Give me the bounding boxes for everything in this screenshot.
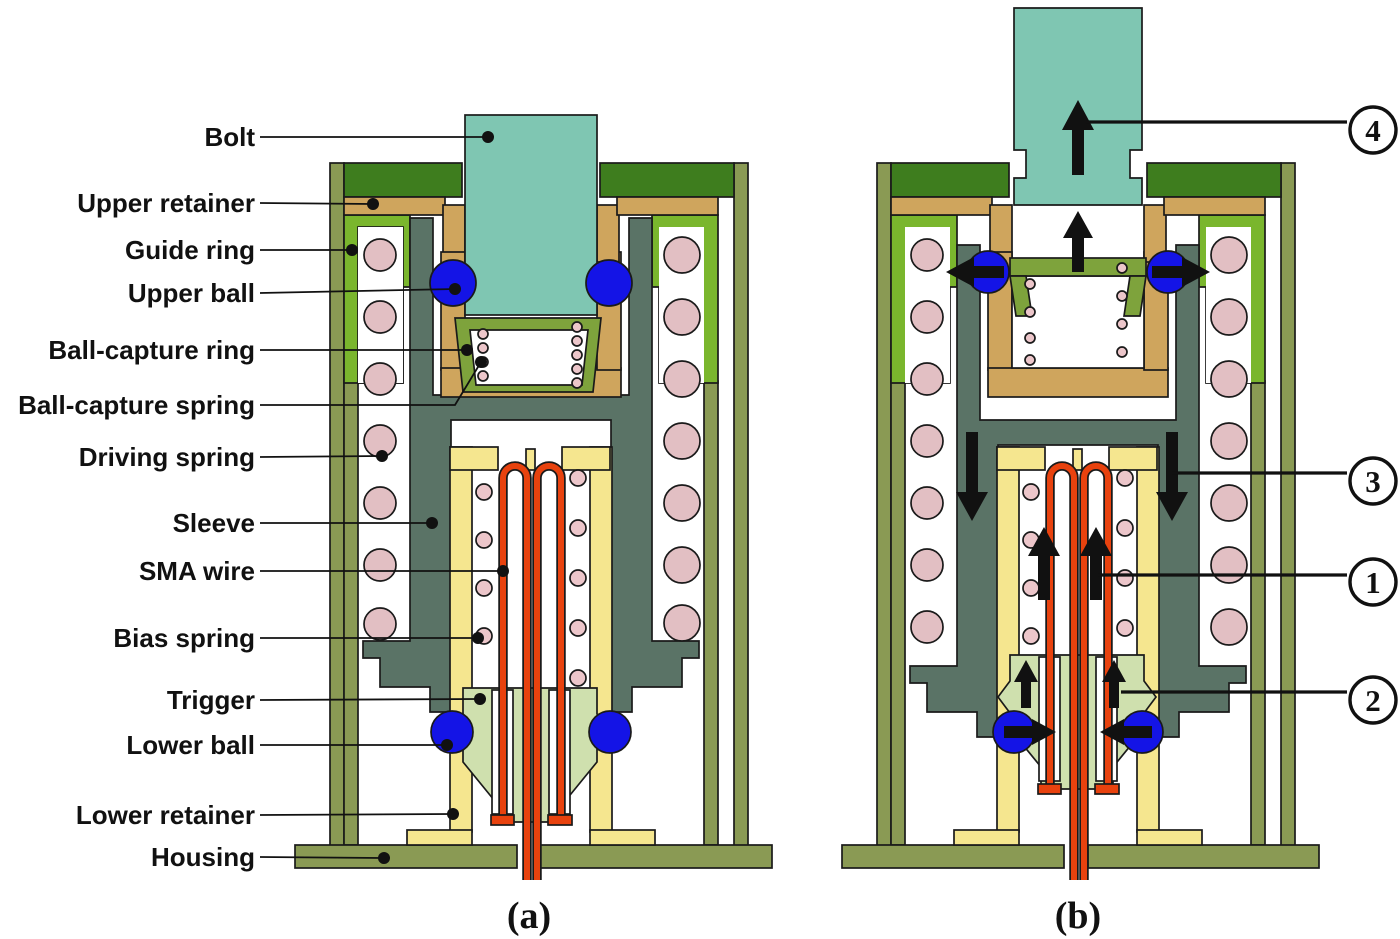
label-lower-ball-text: Lower ball xyxy=(126,730,255,760)
motion-arrows-b xyxy=(946,100,1210,745)
ball-capture-ring-a xyxy=(454,317,602,393)
caption-a: (a) xyxy=(507,895,551,937)
label-ball-capture-ring: Ball-capture ring xyxy=(48,335,473,365)
sma-wire-a xyxy=(490,461,573,880)
trigger-up-arrow-left xyxy=(1014,660,1038,708)
lower-ball-left-arrow xyxy=(1004,719,1056,745)
label-ball-capture-spring-text: Ball-capture spring xyxy=(18,390,255,420)
label-bolt-text: Bolt xyxy=(204,122,255,152)
part-labels: Bolt Upper retainer Guide ring Upper bal… xyxy=(18,122,509,872)
lower-ball-left-a xyxy=(430,710,474,754)
callout-2: 2 xyxy=(1121,675,1398,725)
caption-b: (b) xyxy=(1055,895,1101,937)
label-sma-wire-text: SMA wire xyxy=(139,556,255,586)
driving-spring-a xyxy=(363,236,701,642)
label-upper-retainer-text: Upper retainer xyxy=(77,188,255,218)
label-upper-ball-text: Upper ball xyxy=(128,278,255,308)
sleeve-down-arrow-right xyxy=(1156,432,1188,521)
label-trigger: Trigger xyxy=(167,685,486,715)
end-cap-right-a xyxy=(599,162,735,198)
label-lower-ball: Lower ball xyxy=(126,730,453,760)
housing-b xyxy=(841,162,1320,869)
ring-up-arrow xyxy=(1063,211,1093,272)
upper-ball-right-a xyxy=(585,259,633,307)
label-guide-ring-text: Guide ring xyxy=(125,235,255,265)
housing-a xyxy=(294,162,773,869)
bolt-up-arrow xyxy=(1062,100,1094,175)
ball-capture-spring-b xyxy=(1024,262,1128,366)
bolt-a xyxy=(464,114,598,316)
label-sleeve: Sleeve xyxy=(173,508,438,538)
label-guide-ring: Guide ring xyxy=(125,235,358,265)
upper-ball-left-arrow xyxy=(946,257,1004,287)
label-lower-retainer-text: Lower retainer xyxy=(76,800,255,830)
lower-ball-right-arrow xyxy=(1100,719,1152,745)
label-bias-spring: Bias spring xyxy=(113,623,484,653)
label-driving-spring-text: Driving spring xyxy=(79,442,255,472)
sma-wire-b xyxy=(1037,461,1120,880)
callout-3-text: 3 xyxy=(1365,464,1381,499)
callout-1-text: 1 xyxy=(1365,565,1381,600)
label-sma-wire: SMA wire xyxy=(139,556,509,586)
sleeve-down-arrow-left xyxy=(956,432,988,521)
end-cap-left-b xyxy=(890,162,1010,198)
callout-2-text: 2 xyxy=(1365,683,1381,718)
end-cap-left-a xyxy=(343,162,463,198)
upper-ball-left-a xyxy=(429,259,477,307)
label-upper-ball: Upper ball xyxy=(128,278,461,308)
callout-3: 3 xyxy=(1172,456,1398,506)
label-sleeve-text: Sleeve xyxy=(173,508,255,538)
figure-b xyxy=(841,7,1320,880)
callout-4: 4 xyxy=(1086,105,1398,155)
label-upper-retainer: Upper retainer xyxy=(77,188,379,218)
end-cap-right-b xyxy=(1146,162,1282,198)
sma-up-arrow-right xyxy=(1080,527,1112,600)
label-lower-retainer: Lower retainer xyxy=(76,800,459,830)
sma-up-arrow-left xyxy=(1028,527,1060,600)
lower-ball-right-a xyxy=(588,710,632,754)
callout-1: 1 xyxy=(1098,557,1398,607)
sleeve-a xyxy=(362,217,700,713)
trigger-up-arrow-right xyxy=(1102,660,1126,708)
label-trigger-text: Trigger xyxy=(167,685,255,715)
label-ball-capture-ring-text: Ball-capture ring xyxy=(48,335,255,365)
callout-4-text: 4 xyxy=(1365,113,1381,148)
label-bias-spring-text: Bias spring xyxy=(113,623,255,653)
upper-ball-right-arrow xyxy=(1152,257,1210,287)
figure-a xyxy=(294,114,773,880)
label-bolt: Bolt xyxy=(204,122,494,152)
label-driving-spring: Driving spring xyxy=(79,442,388,472)
label-housing: Housing xyxy=(151,842,390,872)
numbered-callouts: 4 3 1 2 xyxy=(1086,105,1398,725)
sleeve-b xyxy=(909,244,1247,738)
label-ball-capture-spring: Ball-capture spring xyxy=(18,356,487,420)
label-housing-text: Housing xyxy=(151,842,255,872)
